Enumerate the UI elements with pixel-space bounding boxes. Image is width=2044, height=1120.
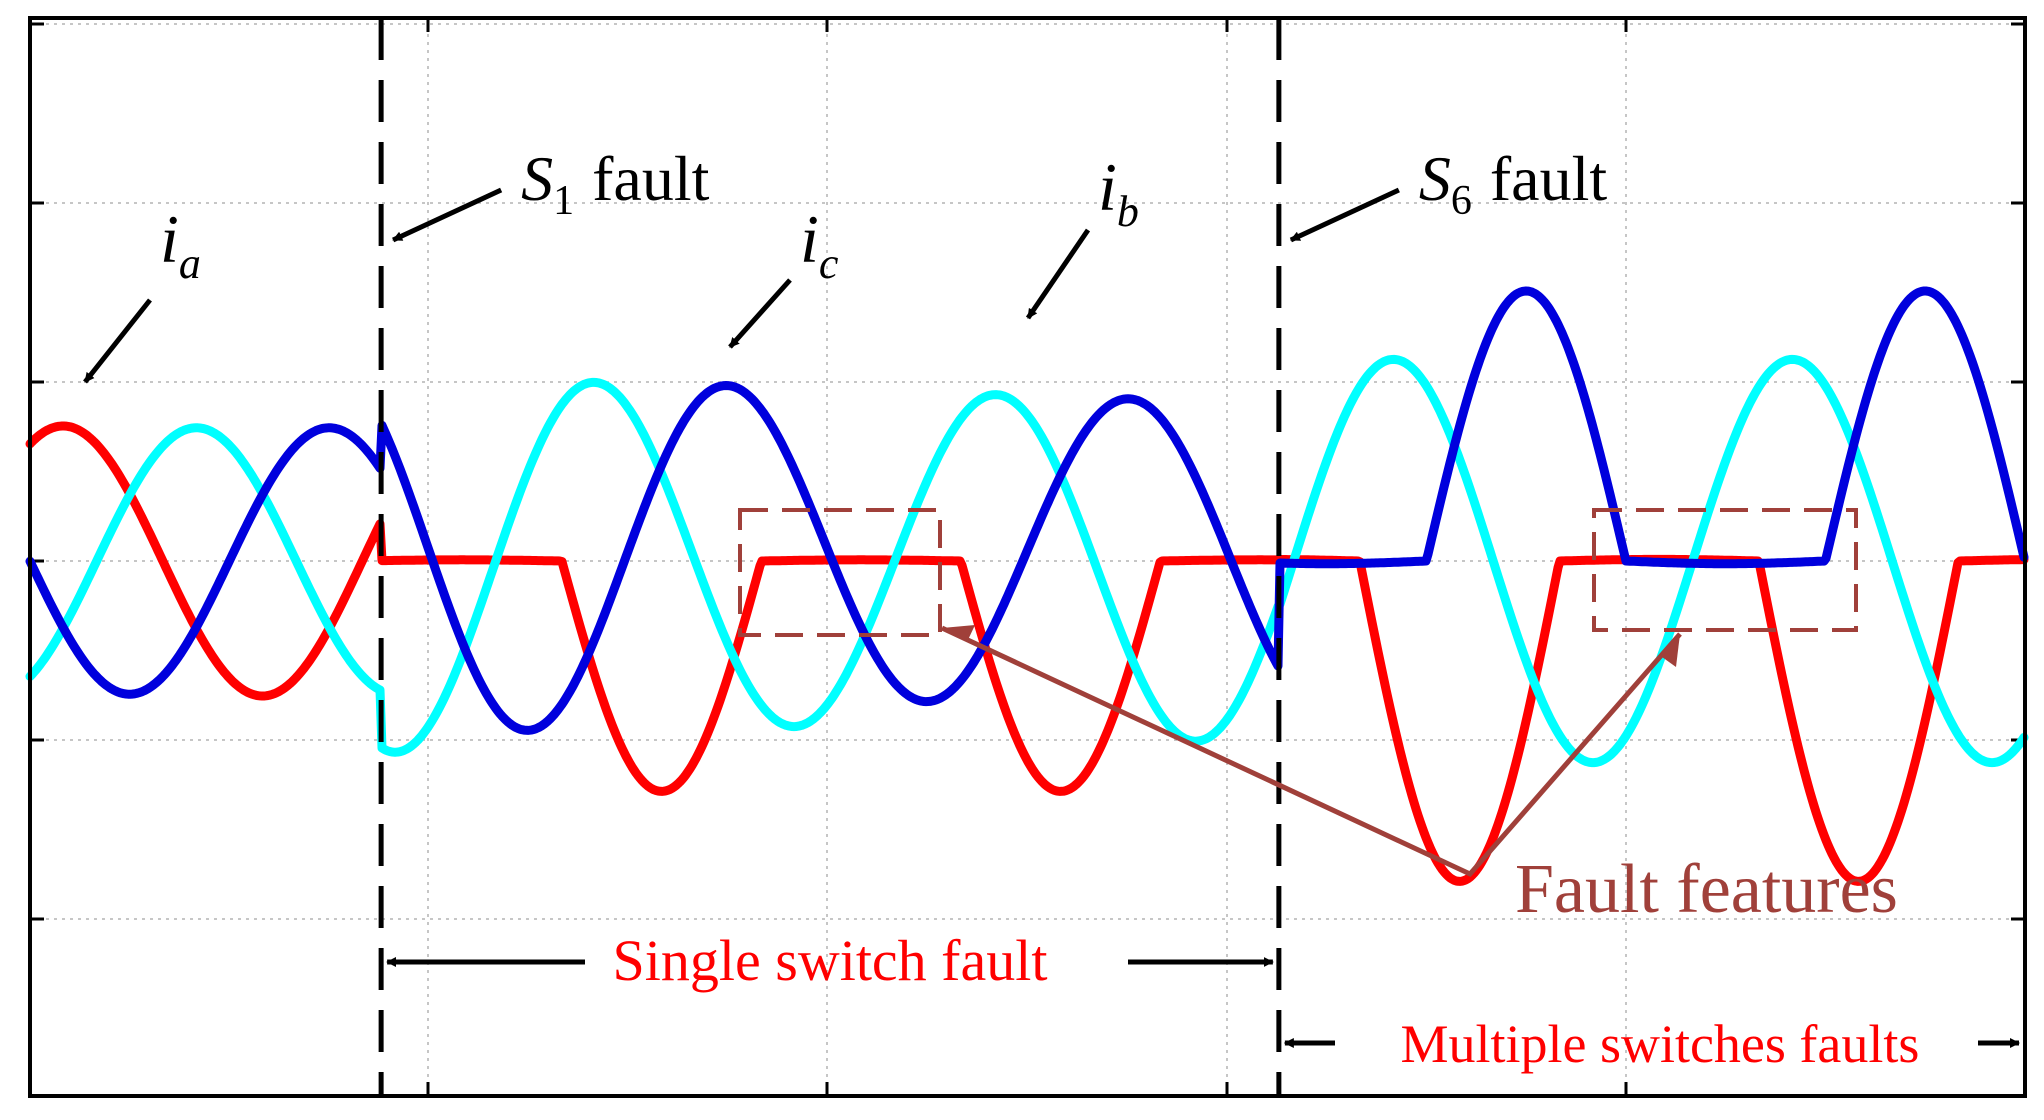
phase-label-ia-sub: a bbox=[179, 239, 201, 288]
plot-area bbox=[25, 286, 2029, 886]
label-arrow-ib bbox=[1025, 228, 1091, 320]
fault-label-2-sub: 6 bbox=[1451, 178, 1472, 224]
fault-label-2-text: fault bbox=[1490, 143, 1608, 214]
region-label-single: Single switch fault bbox=[613, 928, 1048, 993]
fault-label-2-base: S bbox=[1419, 143, 1451, 214]
fault-label-1-base: S bbox=[521, 143, 553, 214]
phase-label-ic-base: i bbox=[800, 201, 819, 277]
fault-arrow-1 bbox=[392, 187, 503, 243]
fault-feature-arrowhead-2 bbox=[1662, 634, 1680, 667]
fault-feature-pointer bbox=[940, 625, 1682, 878]
plot-frame bbox=[28, 16, 2027, 1098]
phase-label-ib-sub: b bbox=[1117, 187, 1139, 236]
region-label-multiple: Multiple switches faults bbox=[1400, 1014, 1919, 1074]
phase-label-ib: ib bbox=[1098, 149, 1139, 236]
fault-label-1-sub: 1 bbox=[553, 178, 574, 224]
label-arrow-ic bbox=[728, 278, 792, 349]
fault-features-label: Fault features bbox=[1515, 851, 1898, 928]
phase-label-ib-base: i bbox=[1098, 149, 1117, 225]
phase-label-ic-sub: c bbox=[819, 239, 839, 288]
phase-label-ia: ia bbox=[160, 201, 201, 288]
fault-label-1-text: fault bbox=[592, 143, 710, 214]
label-arrow-ia bbox=[83, 298, 152, 384]
phase-label-ia-base: i bbox=[160, 201, 179, 277]
fault-feature-box-2 bbox=[1592, 508, 1858, 632]
phase-label-ic: ic bbox=[800, 201, 839, 288]
fault-label-1: S1 fault bbox=[521, 143, 710, 224]
fault-label-2: S6 fault bbox=[1419, 143, 1608, 224]
series-ic-line bbox=[25, 286, 2029, 735]
fault-arrow-2 bbox=[1289, 187, 1400, 243]
series-ia-line bbox=[25, 421, 2029, 886]
fault-feature-box-1 bbox=[738, 508, 942, 637]
fault-feature-arrowhead-1 bbox=[942, 625, 975, 642]
